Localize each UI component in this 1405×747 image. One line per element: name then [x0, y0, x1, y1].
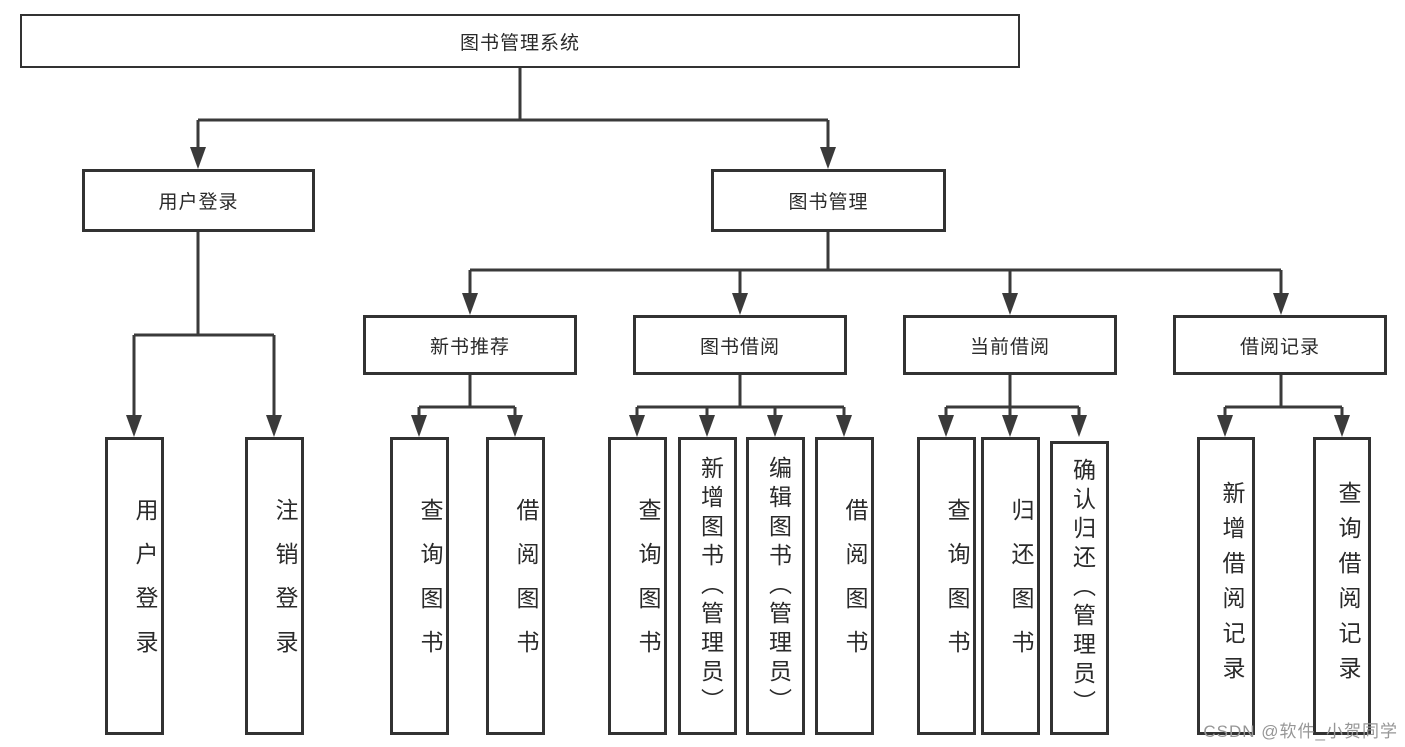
arrow-icon	[190, 147, 206, 169]
node-current-borrow: 当前借阅	[903, 315, 1117, 375]
node-label: 借阅图书	[842, 498, 868, 674]
arrow-icon	[1071, 415, 1087, 437]
node-label: 用户登录	[132, 498, 158, 674]
arrow-icon	[629, 415, 645, 437]
arrow-icon	[266, 415, 282, 437]
tree-user-login-links	[132, 232, 276, 419]
node-book-borrow: 图书借阅	[633, 315, 847, 375]
leaf-query-borrow-record: 查询借阅记录	[1313, 437, 1371, 735]
tree-root-links	[196, 68, 830, 156]
leaf-borrow-books-recommend: 借阅图书	[486, 437, 545, 735]
leaf-query-books-current: 查询图书	[917, 437, 976, 735]
arrow-icon	[1273, 293, 1289, 315]
node-label: 新增借阅记录	[1219, 481, 1245, 691]
leaf-add-book-admin: 新增图书（管理员）	[678, 437, 737, 735]
arrow-icon	[411, 415, 427, 437]
arrow-icon	[836, 415, 852, 437]
node-label: 借阅图书	[513, 498, 539, 674]
node-user-login: 用户登录	[82, 169, 315, 232]
arrow-icon	[767, 415, 783, 437]
node-label: 查询图书	[944, 498, 970, 674]
node-label: 图书管理	[788, 192, 869, 213]
node-root-system: 图书管理系统	[20, 14, 1020, 68]
arrow-icon	[1002, 293, 1018, 315]
node-label: 查询图书	[417, 498, 443, 674]
node-borrow-records: 借阅记录	[1173, 315, 1387, 375]
node-label: 注销登录	[272, 498, 298, 674]
node-label: 当前借阅	[969, 336, 1050, 358]
node-label: 图书借阅	[699, 336, 780, 358]
node-label: 借阅记录	[1239, 336, 1320, 358]
arrow-icon	[126, 415, 142, 437]
arrow-icon	[938, 415, 954, 437]
leaf-return-book: 归还图书	[981, 437, 1040, 735]
node-label: 用户登录	[158, 192, 239, 213]
leaf-query-books-recommend: 查询图书	[390, 437, 449, 735]
leaf-logout: 注销登录	[245, 437, 304, 735]
leaf-query-books-borrow: 查询图书	[608, 437, 667, 735]
node-label: 新增图书（管理员）	[697, 455, 724, 717]
node-label: 编辑图书（管理员）	[765, 455, 792, 717]
arrow-icon	[820, 147, 836, 169]
tree-new-book-links	[417, 375, 517, 419]
node-label: 新书推荐	[429, 336, 510, 358]
arrow-icon	[1217, 415, 1233, 437]
node-label: 查询借阅记录	[1335, 481, 1361, 691]
leaf-add-borrow-record: 新增借阅记录	[1197, 437, 1255, 735]
arrow-icon	[507, 415, 523, 437]
leaf-borrow-books: 借阅图书	[815, 437, 874, 735]
node-label: 图书管理系统	[459, 32, 580, 54]
arrow-icon	[732, 293, 748, 315]
node-new-book-recommend: 新书推荐	[363, 315, 577, 375]
tree-current-borrow-links	[944, 375, 1081, 419]
node-label: 归还图书	[1008, 498, 1034, 674]
node-book-management: 图书管理	[711, 169, 946, 232]
arrow-icon	[462, 293, 478, 315]
tree-book-management-links	[468, 232, 1283, 298]
node-label: 查询图书	[635, 498, 661, 674]
node-label: 确认归还（管理员）	[1069, 457, 1096, 719]
tree-borrow-record-links	[1223, 375, 1344, 419]
arrow-icon	[1002, 415, 1018, 437]
leaf-edit-book-admin: 编辑图书（管理员）	[746, 437, 805, 735]
csdn-watermark: CSDN @软件_小贺同学	[1203, 722, 1398, 741]
arrow-icon	[1334, 415, 1350, 437]
leaf-user-login: 用户登录	[105, 437, 164, 735]
tree-book-borrow-links	[635, 375, 846, 419]
leaf-confirm-return-admin: 确认归还（管理员）	[1050, 441, 1109, 735]
arrow-icon	[699, 415, 715, 437]
